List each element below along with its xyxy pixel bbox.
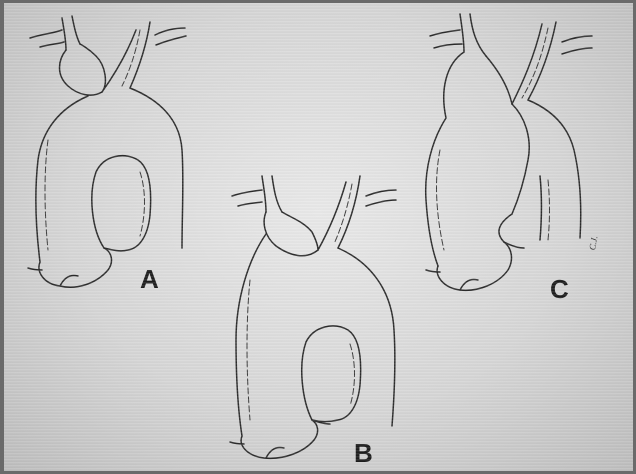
aorta-drawing-b bbox=[230, 176, 396, 458]
aorta-drawing-c bbox=[426, 14, 592, 290]
panel-label-a: A bbox=[140, 266, 159, 292]
panel-label-c: C bbox=[550, 276, 569, 302]
panel-label-b: B bbox=[354, 440, 373, 466]
aorta-drawing-a bbox=[28, 16, 186, 287]
